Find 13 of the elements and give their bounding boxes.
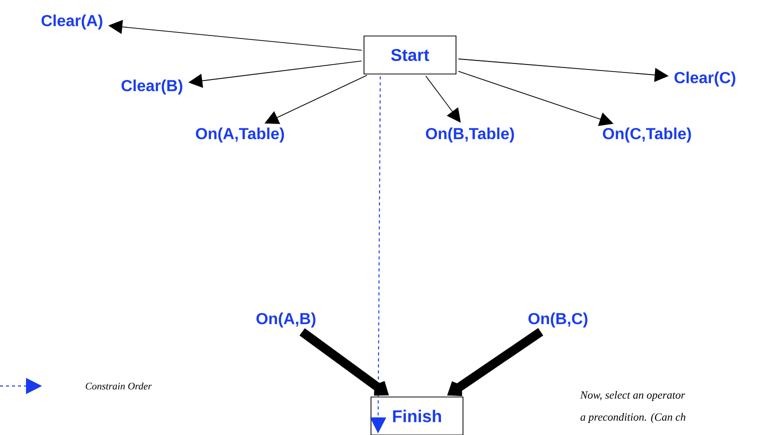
legend-text: Constrain Order [86, 382, 152, 390]
state-label: On(A,Table) [196, 128, 284, 142]
state-label: On(B,C) [528, 312, 588, 328]
process-box: Start [364, 36, 456, 74]
state-label: On(A,B) [256, 312, 316, 328]
state-label: Clear(A) [42, 14, 102, 30]
state-label: On(B,Table) [426, 128, 514, 142]
state-label: Clear(C) [674, 72, 736, 86]
state-label: Clear(B) [122, 80, 182, 94]
process-box: Finish [370, 396, 464, 435]
note-text: a precondition. (Can ch [580, 413, 686, 423]
state-label: On(C,Table) [602, 128, 691, 142]
note-text: Now, select an operator [580, 391, 686, 401]
